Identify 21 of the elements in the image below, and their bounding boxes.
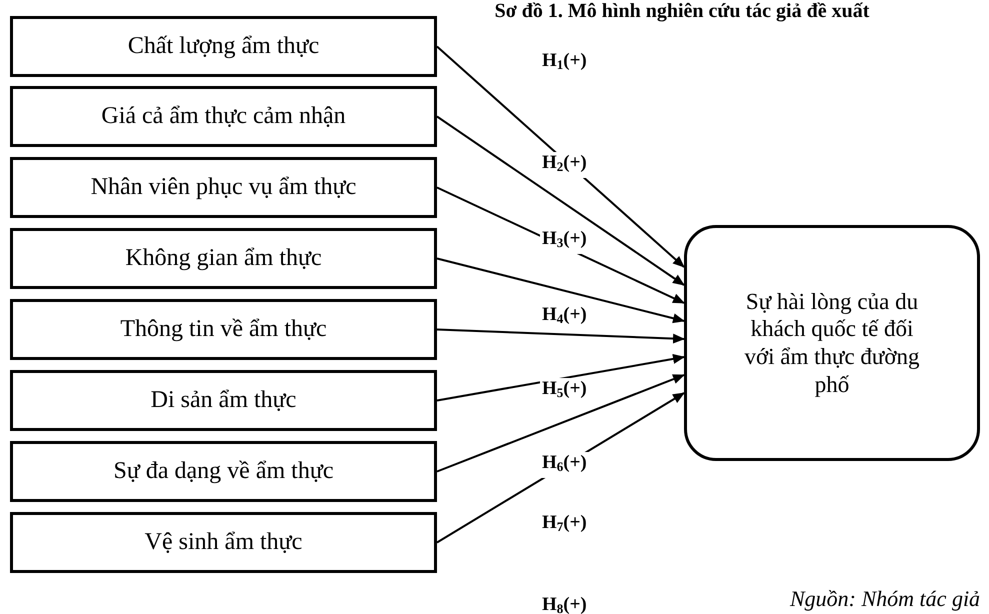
factor-box: Di sản ẩm thực (10, 370, 437, 431)
hypothesis-label: H$_{8}$(+) (540, 594, 589, 614)
factor-box: Sự đa dạng về ẩm thực (10, 441, 437, 502)
factor-box: Giá cả ẩm thực cảm nhận (10, 86, 437, 147)
arrow (436, 258, 685, 324)
factor-box: Không gian ẩm thực (10, 228, 437, 289)
diagram-title: Sơ đồ 1. Mô hình nghiên cứu tác giả đề xuất (494, 0, 870, 22)
hypothesis-label: H$_{2}$(+) (540, 152, 589, 178)
factor-box: Nhân viên phục vụ ẩm thực (10, 157, 437, 218)
outcome-box: Sự hài lòng của du khách quốc tế đối với ẩm thực đường phố (684, 225, 980, 461)
arrow (436, 374, 685, 472)
arrow (436, 46, 685, 268)
factor-box: Vệ sinh ẩm thực (10, 512, 437, 573)
arrow (436, 116, 685, 286)
factor-box: Thông tin về ẩm thực (10, 299, 437, 360)
arrow (436, 328, 685, 344)
factor-box: Chất lượng ẩm thực (10, 16, 437, 77)
hypothesis-label: H$_{3}$(+) (540, 228, 589, 254)
arrow (436, 354, 685, 402)
hypothesis-label: H$_{6}$(+) (540, 452, 589, 478)
source-note: Nguồn: Nhóm tác giả (790, 586, 980, 612)
